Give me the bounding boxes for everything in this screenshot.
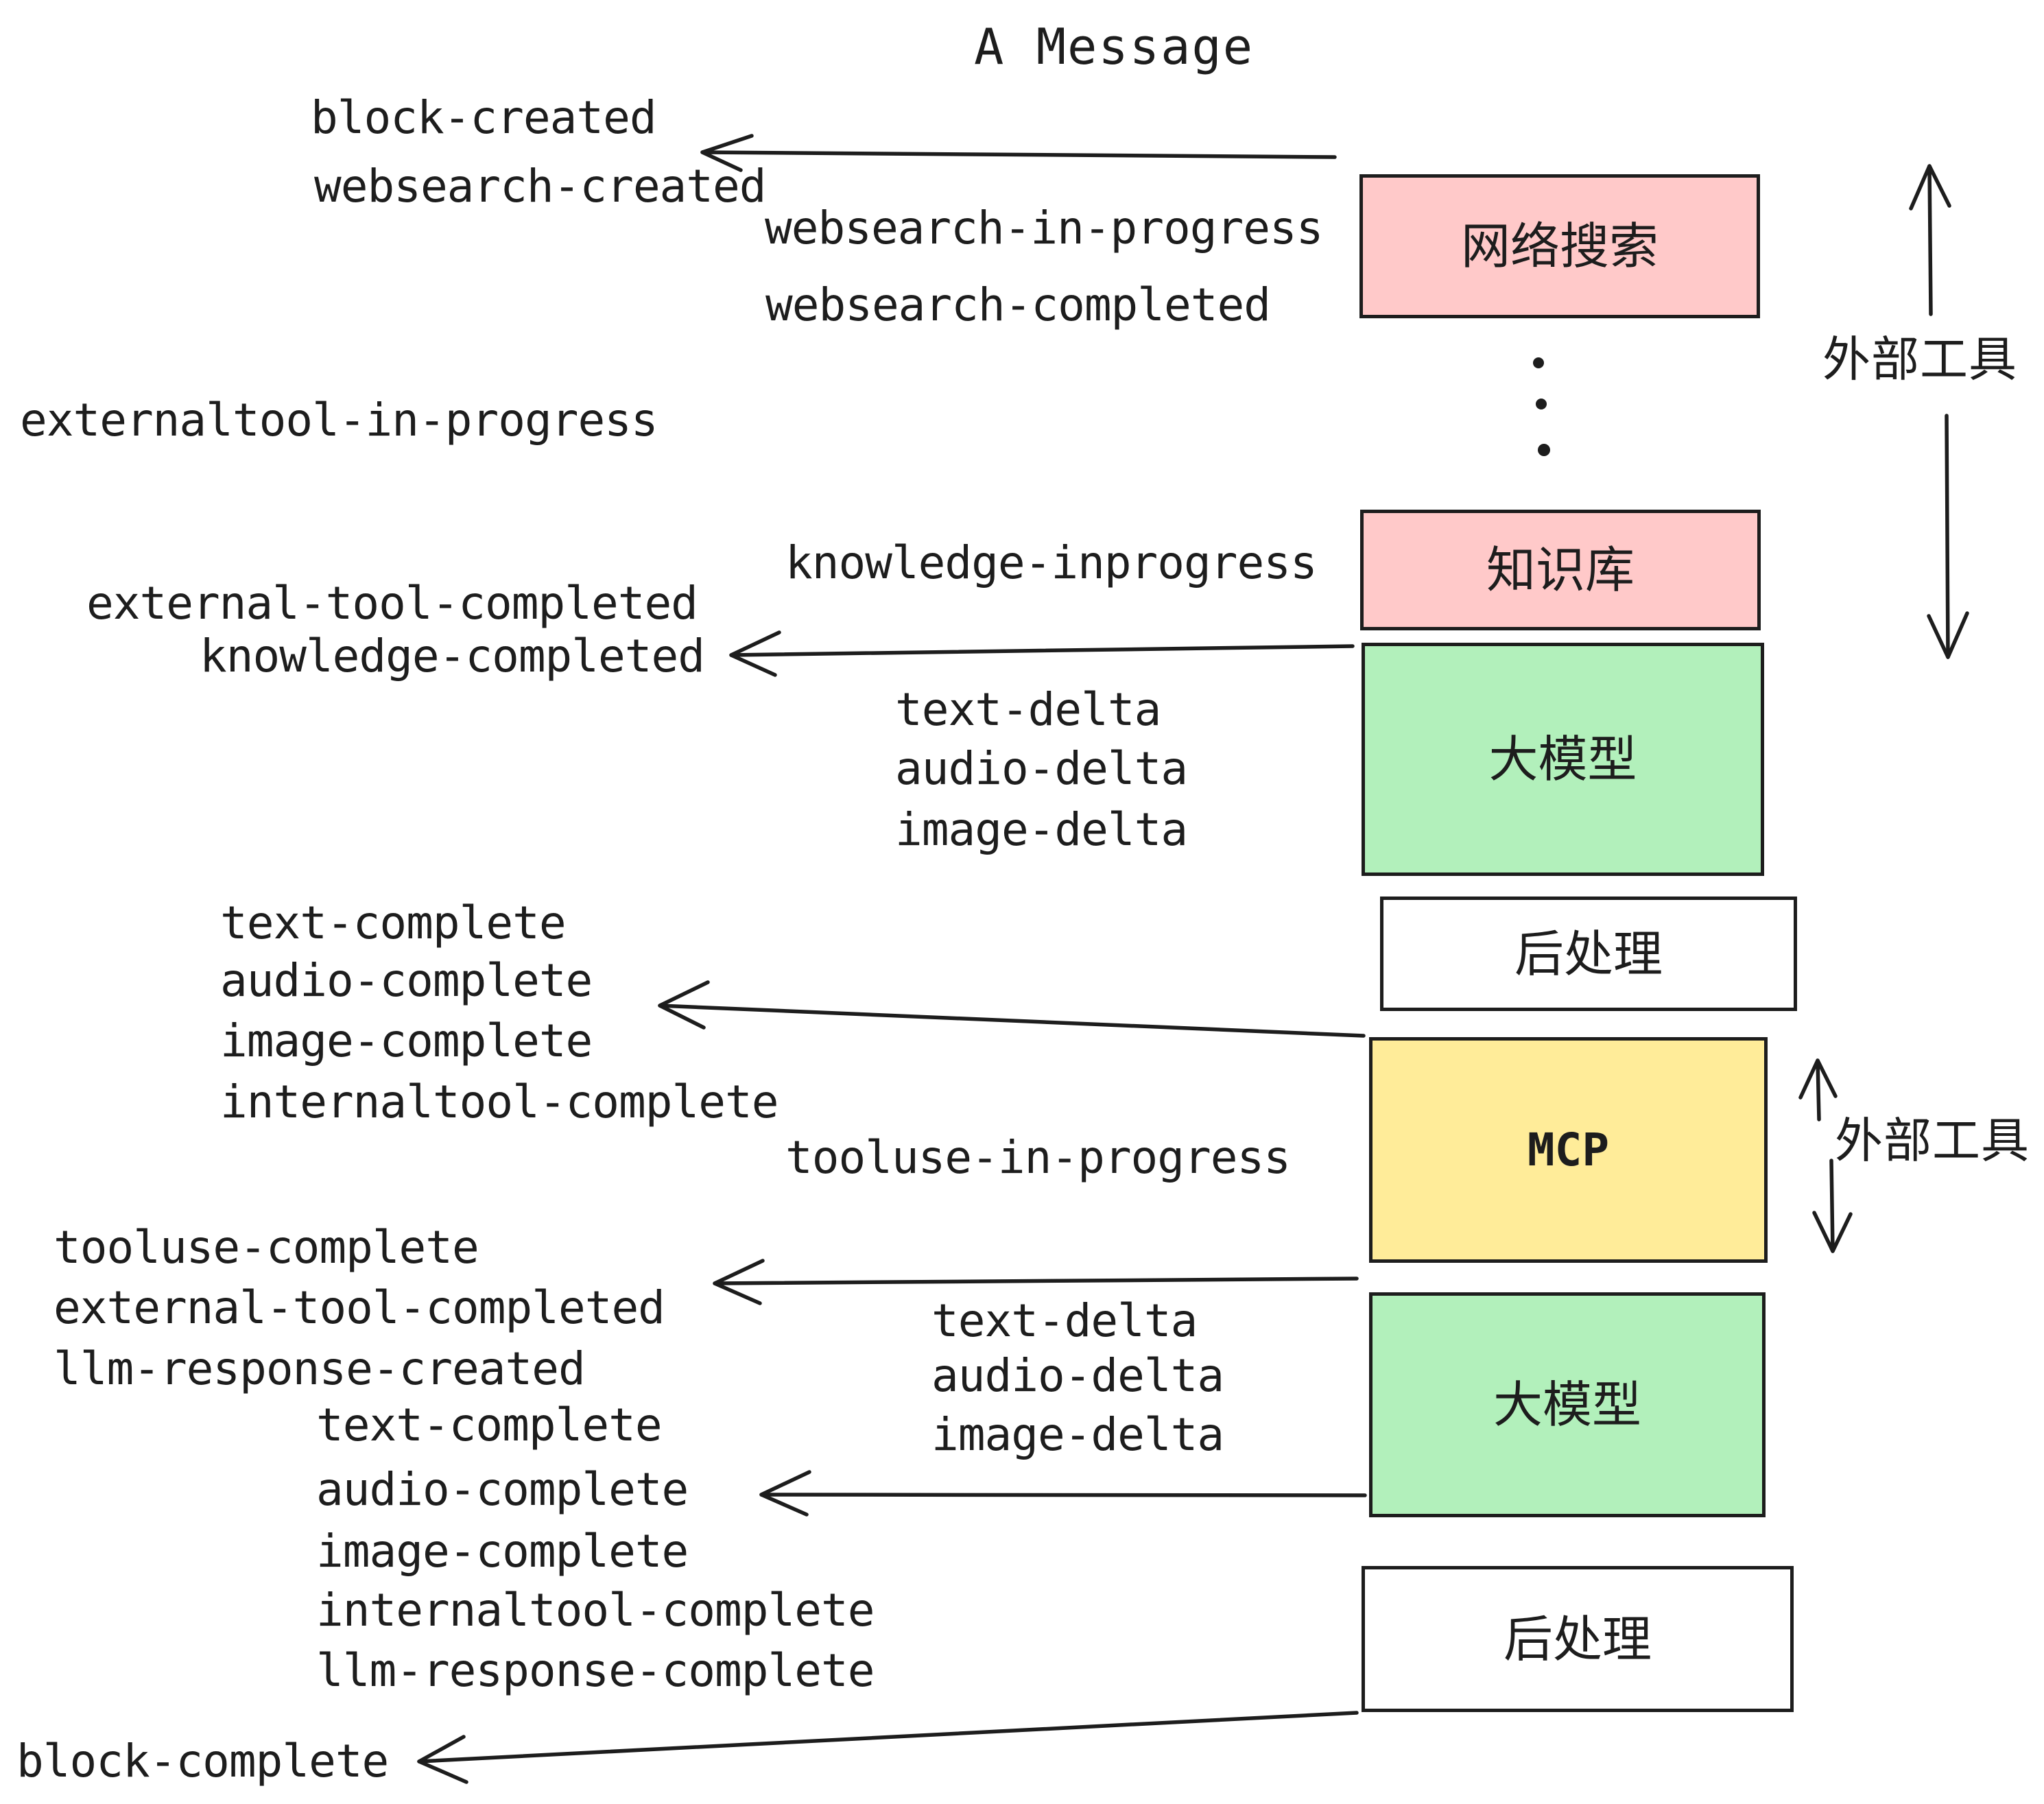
event-internaltool-complete-1: internaltool-complete bbox=[220, 1076, 779, 1128]
event-block-created: block-created bbox=[311, 91, 657, 144]
event-image-delta-1: image-delta bbox=[895, 803, 1188, 856]
event-external-tool-completed-1: external-tool-completed bbox=[86, 577, 698, 630]
event-tooluse-complete: tooluse-complete bbox=[54, 1221, 479, 1274]
event-image-delta-2: image-delta bbox=[931, 1408, 1224, 1461]
event-audio-complete-1: audio-complete bbox=[220, 954, 593, 1007]
node-llm-1: 大模型 bbox=[1362, 643, 1764, 876]
event-image-complete-2: image-complete bbox=[316, 1525, 689, 1578]
node-knowledge-base-label: 知识库 bbox=[1486, 541, 1635, 599]
node-websearch: 网络搜索 bbox=[1359, 174, 1760, 318]
node-postprocess-1-label: 后处理 bbox=[1514, 925, 1663, 983]
node-llm-2: 大模型 bbox=[1369, 1292, 1766, 1517]
node-knowledge-base: 知识库 bbox=[1360, 510, 1761, 630]
external-tools-label-mcp: 外部工具 bbox=[1835, 1113, 2030, 1169]
event-image-complete-1: image-complete bbox=[220, 1014, 593, 1067]
event-text-complete-2: text-complete bbox=[316, 1399, 663, 1451]
arrow-up-icon bbox=[1909, 164, 1951, 316]
arrow-left-icon bbox=[417, 1711, 1359, 1784]
node-postprocess-1: 后处理 bbox=[1380, 897, 1797, 1011]
event-websearch-in-progress: websearch-in-progress bbox=[765, 202, 1323, 254]
event-block-complete: block-complete bbox=[16, 1735, 389, 1788]
event-audio-delta-1: audio-delta bbox=[895, 742, 1188, 795]
event-llm-response-created: llm-response-created bbox=[54, 1342, 586, 1395]
node-llm-1-label: 大模型 bbox=[1488, 731, 1637, 788]
event-knowledge-inprogress: knowledge-inprogress bbox=[785, 536, 1318, 589]
arrow-left-icon bbox=[700, 134, 1337, 172]
arrow-left-icon bbox=[658, 980, 1366, 1038]
event-text-delta-1: text-delta bbox=[895, 683, 1161, 736]
event-externaltool-in-progress: externaltool-in-progress bbox=[20, 394, 658, 447]
arrow-down-icon bbox=[1927, 414, 1969, 659]
ellipsis-dots bbox=[1533, 357, 1550, 456]
node-websearch-label: 网络搜索 bbox=[1460, 217, 1659, 275]
arrow-left-icon bbox=[759, 1470, 1367, 1517]
node-postprocess-2-label: 后处理 bbox=[1503, 1610, 1652, 1668]
node-mcp-label: MCP bbox=[1527, 1123, 1610, 1176]
node-llm-2-label: 大模型 bbox=[1493, 1376, 1641, 1434]
arrow-up-icon bbox=[1798, 1058, 1838, 1121]
node-mcp: MCP bbox=[1369, 1037, 1768, 1263]
arrow-down-icon bbox=[1812, 1159, 1853, 1253]
external-tools-label-top: 外部工具 bbox=[1822, 331, 2017, 388]
event-text-delta-2: text-delta bbox=[931, 1294, 1198, 1347]
event-knowledge-completed: knowledge-completed bbox=[200, 630, 705, 683]
event-internaltool-complete-2: internaltool-complete bbox=[316, 1584, 875, 1637]
event-external-tool-completed-2: external-tool-completed bbox=[54, 1281, 665, 1334]
event-websearch-completed: websearch-completed bbox=[765, 278, 1271, 331]
event-llm-response-complete: llm-response-complete bbox=[316, 1644, 875, 1697]
event-websearch-created: websearch-created bbox=[314, 160, 767, 213]
event-audio-complete-2: audio-complete bbox=[316, 1463, 689, 1516]
diagram-title: A Message bbox=[974, 18, 1255, 75]
event-text-complete-1: text-complete bbox=[220, 897, 567, 949]
arrow-left-icon bbox=[729, 630, 1355, 677]
node-postprocess-2: 后处理 bbox=[1362, 1566, 1794, 1712]
event-audio-delta-2: audio-delta bbox=[931, 1349, 1224, 1402]
event-tooluse-in-progress: tooluse-in-progress bbox=[785, 1131, 1291, 1184]
